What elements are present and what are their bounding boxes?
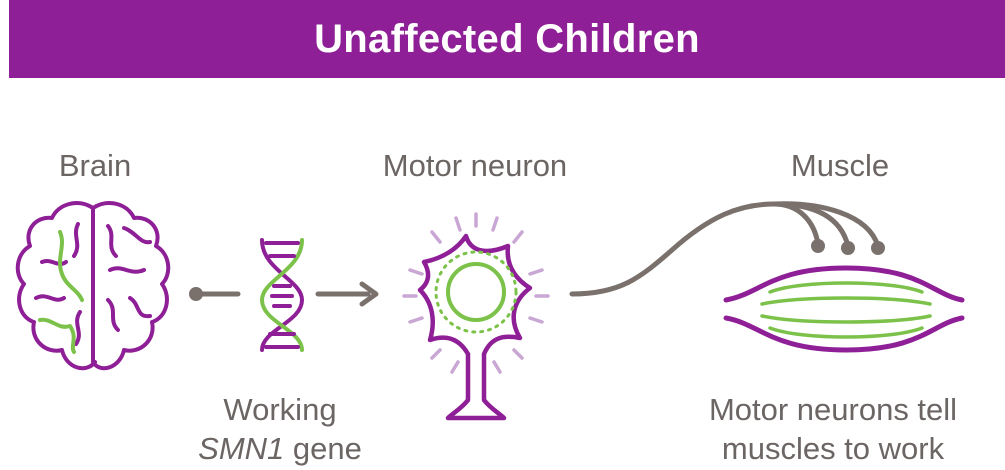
gene-name: SMN1 xyxy=(198,431,285,466)
motor-neuron-icon xyxy=(402,212,550,421)
gene-caption: Working SMN1 gene xyxy=(185,390,375,468)
neuron-glow-rays xyxy=(402,212,550,374)
motor-neuron-label: Motor neuron xyxy=(382,148,568,183)
muscle-label: Muscle xyxy=(790,148,890,183)
gene-caption-line1: Working xyxy=(223,392,337,427)
nerve-terminals xyxy=(811,239,885,255)
axon-line xyxy=(569,201,881,297)
brain-label: Brain xyxy=(58,148,132,183)
gene-suffix: gene xyxy=(284,431,362,466)
muscle-caption: Motor neurons tell muscles to work xyxy=(668,390,998,468)
muscle-caption-line2: muscles to work xyxy=(721,431,945,466)
muscle-icon xyxy=(723,265,965,353)
gene-to-neuron-arrow xyxy=(315,281,379,307)
brain-to-gene-connector xyxy=(189,287,241,301)
brain-icon xyxy=(15,201,171,371)
dna-helix-icon xyxy=(259,238,305,352)
muscle-caption-line1: Motor neurons tell xyxy=(708,392,958,427)
header-banner: Unaffected Children xyxy=(9,0,1005,78)
header-title: Unaffected Children xyxy=(314,16,700,61)
gene-caption-line2: SMN1 gene xyxy=(185,429,375,468)
